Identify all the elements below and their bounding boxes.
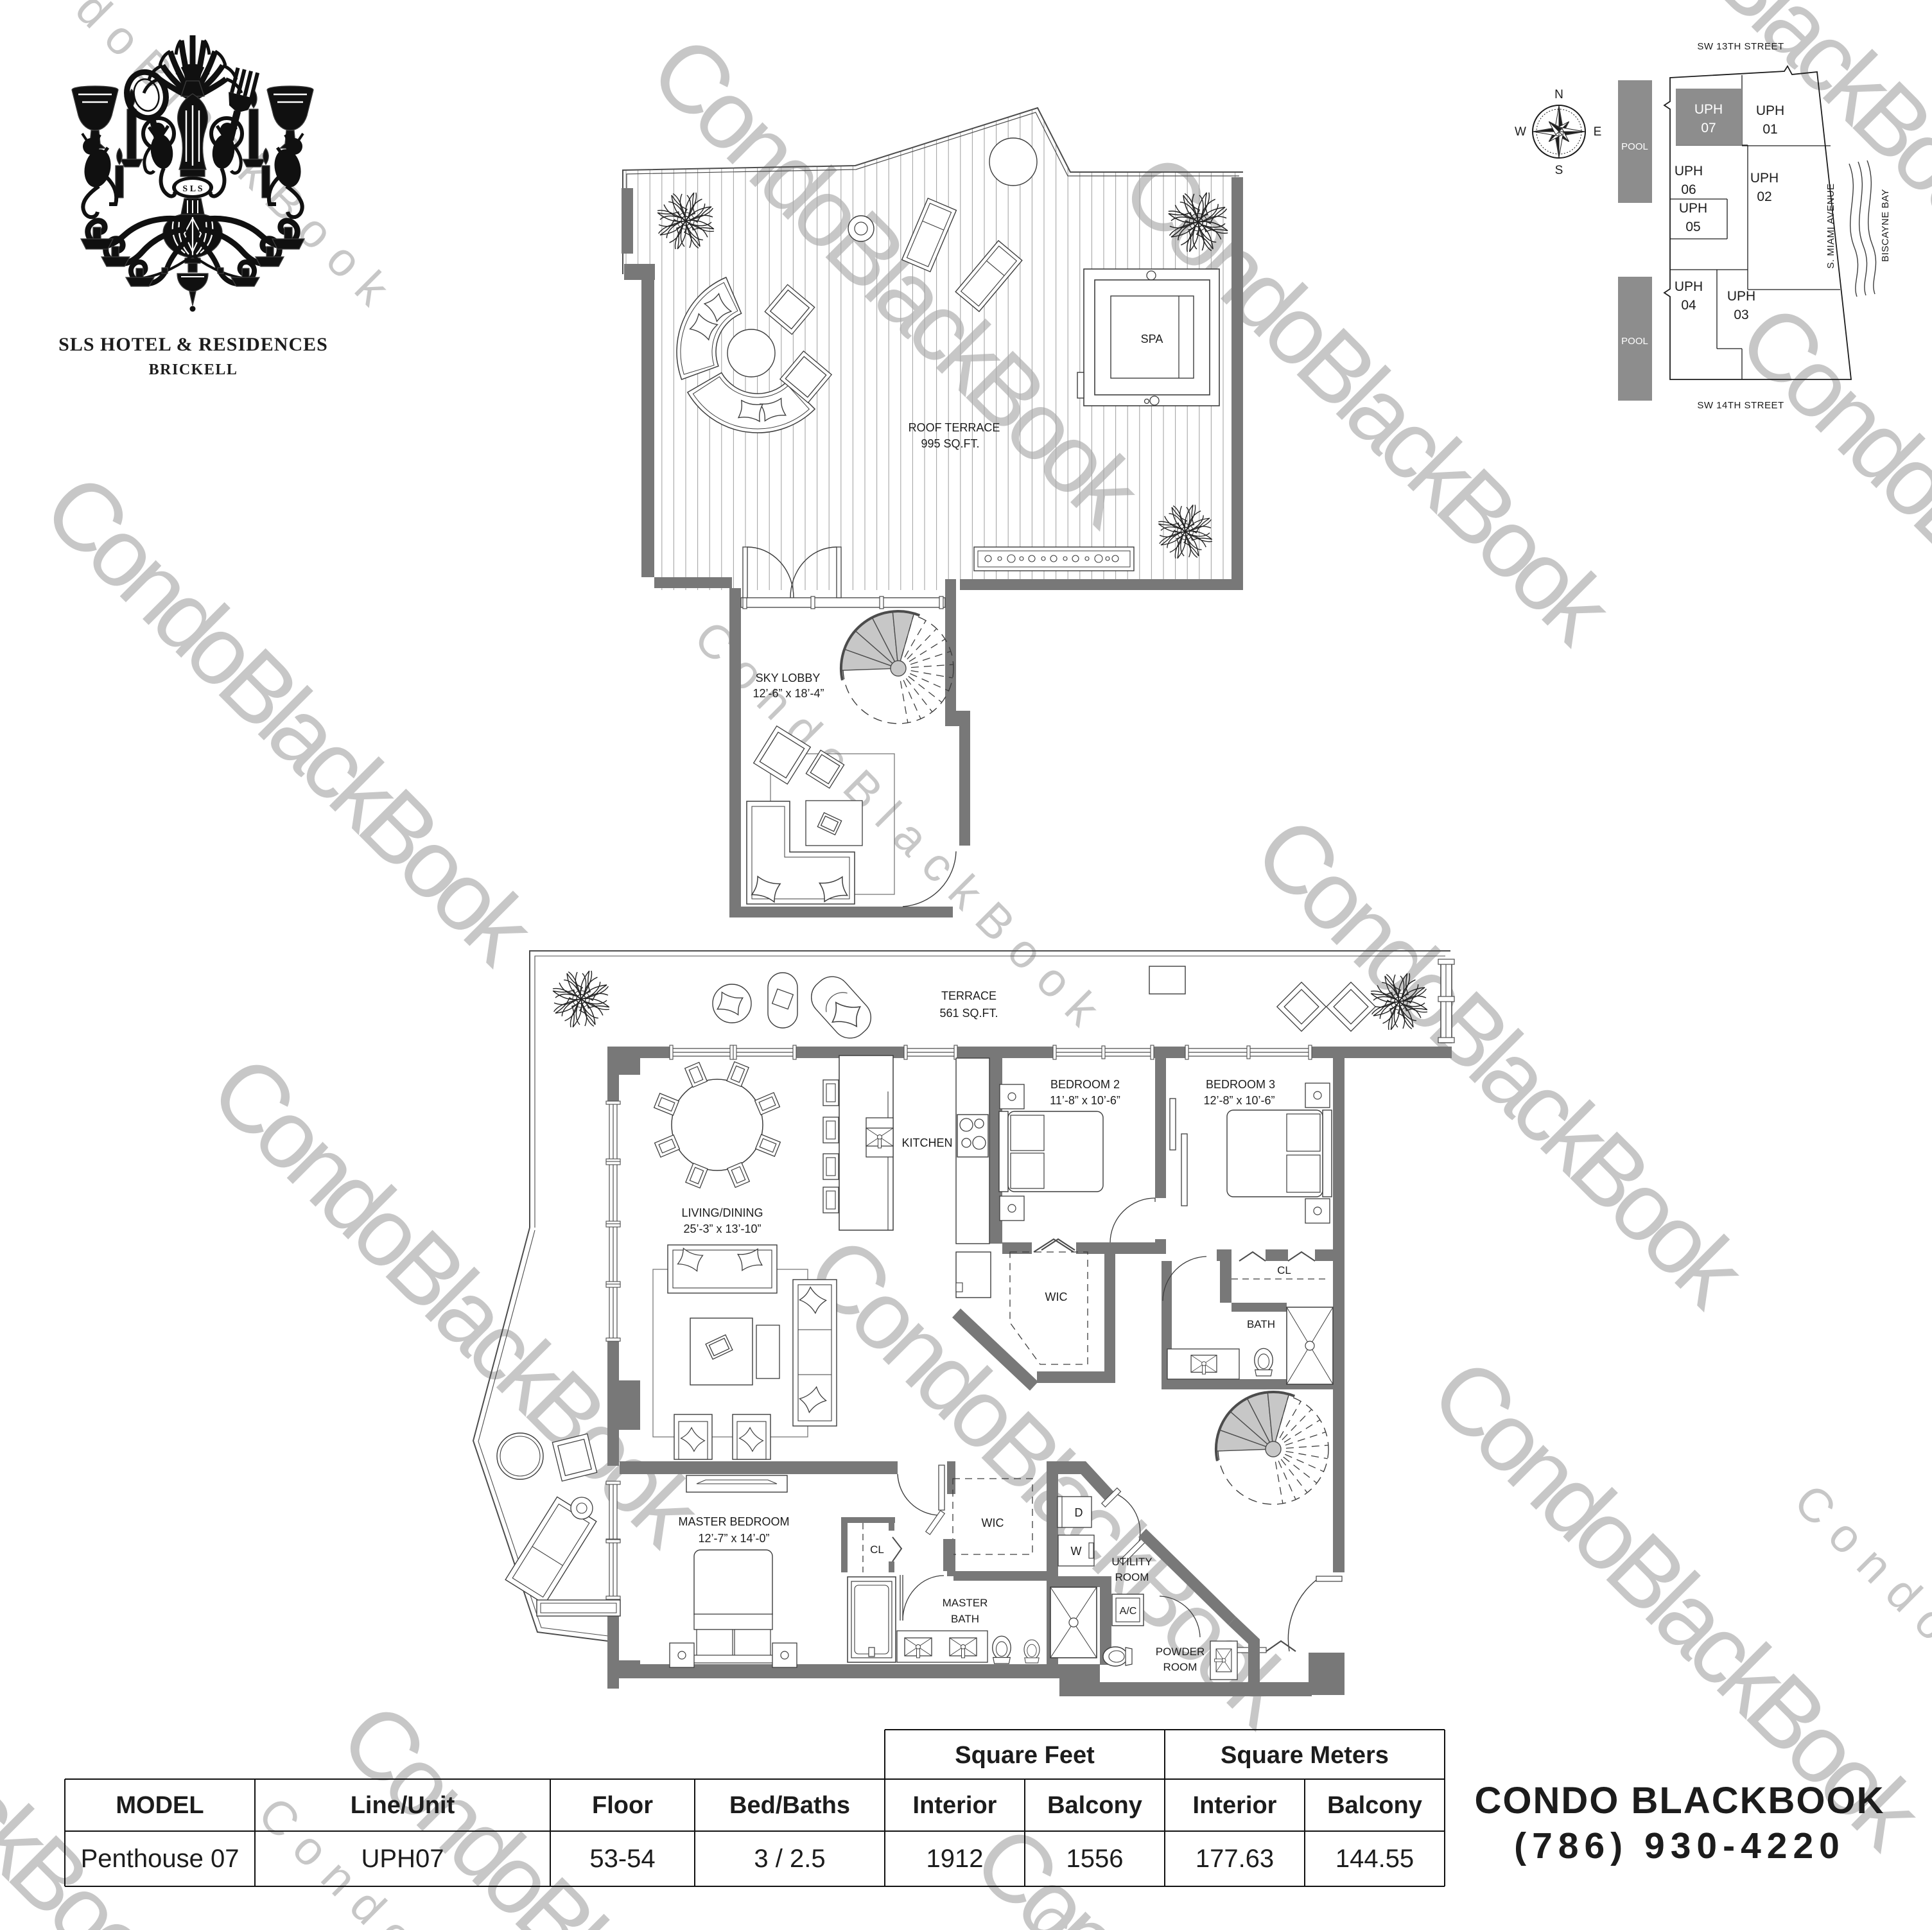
svg-text:TERRACE: TERRACE [941,989,996,1002]
svg-text:MASTER: MASTER [943,1597,988,1609]
svg-text:12’-7” x 14’-0”: 12’-7” x 14’-0” [698,1532,769,1545]
svg-text:Penthouse 07: Penthouse 07 [81,1845,239,1873]
svg-text:04: 04 [1681,298,1696,313]
svg-text:Balcony: Balcony [1327,1792,1422,1819]
svg-text:POOL: POOL [1621,336,1648,347]
svg-text:03: 03 [1734,308,1748,322]
svg-text:25’-3” x 13’-10”: 25’-3” x 13’-10” [683,1222,761,1235]
svg-text:06: 06 [1681,182,1696,197]
svg-text:Line/Unit: Line/Unit [351,1792,455,1819]
svg-text:1912: 1912 [927,1845,984,1873]
svg-text:CL: CL [870,1543,884,1556]
svg-text:LIVING/DINING: LIVING/DINING [681,1206,763,1219]
svg-text:Interior: Interior [1193,1792,1277,1819]
svg-text:UPH: UPH [1756,103,1784,118]
svg-text:UPH: UPH [1727,289,1755,304]
svg-text:3 / 2.5: 3 / 2.5 [754,1845,825,1873]
svg-text:144.55: 144.55 [1336,1845,1414,1873]
svg-text:02: 02 [1757,189,1771,204]
svg-text:07: 07 [1701,121,1716,135]
svg-text:995 SQ.FT.: 995 SQ.FT. [921,437,979,450]
svg-text:SPA: SPA [1141,333,1163,345]
svg-text:BATH: BATH [951,1613,979,1625]
svg-text:POWDER: POWDER [1156,1646,1205,1658]
svg-text:CONDO BLACKBOOK: CONDO BLACKBOOK [1475,1780,1885,1821]
svg-text:1556: 1556 [1066,1845,1124,1873]
svg-text:BEDROOM 3: BEDROOM 3 [1206,1078,1275,1091]
svg-text:UPH: UPH [1675,279,1703,294]
svg-text:SLS HOTEL & RESIDENCES: SLS HOTEL & RESIDENCES [58,334,328,355]
svg-text:WIC: WIC [1045,1291,1068,1303]
svg-text:12’-8” x 10’-6”: 12’-8” x 10’-6” [1203,1094,1275,1107]
svg-text:ROOM: ROOM [1163,1661,1197,1673]
svg-text:D: D [1075,1506,1083,1519]
svg-text:SW 14TH STREET: SW 14TH STREET [1697,400,1784,411]
svg-text:ROOF TERRACE: ROOF TERRACE [909,421,1000,434]
svg-text:S: S [1555,164,1563,177]
svg-text:Interior: Interior [913,1792,997,1819]
svg-text:W: W [1071,1545,1082,1558]
svg-text:Floor: Floor [592,1792,653,1819]
svg-text:05: 05 [1685,220,1700,234]
svg-text:UPH: UPH [1694,102,1723,117]
svg-text:BISCAYNE BAY: BISCAYNE BAY [1880,189,1891,262]
svg-text:12’-6” x 18’-4”: 12’-6” x 18’-4” [753,687,824,700]
svg-text:UPH07: UPH07 [361,1845,444,1873]
svg-text:MASTER BEDROOM: MASTER BEDROOM [678,1515,789,1528]
svg-text:Square Feet: Square Feet [955,1742,1095,1769]
svg-text:Bed/Baths: Bed/Baths [729,1792,850,1819]
svg-text:53-54: 53-54 [589,1845,655,1873]
svg-text:BEDROOM 2: BEDROOM 2 [1050,1078,1120,1091]
svg-text:N: N [1554,88,1563,101]
svg-text:KITCHEN: KITCHEN [901,1136,952,1149]
svg-text:MODEL: MODEL [116,1792,204,1819]
svg-text:SW 13TH STREET: SW 13TH STREET [1697,41,1784,52]
svg-text:S. MIAMI AVENUE: S. MIAMI AVENUE [1825,183,1836,268]
svg-text:Square Meters: Square Meters [1221,1742,1389,1769]
svg-text:11’-8” x 10’-6”: 11’-8” x 10’-6” [1050,1094,1120,1107]
svg-text:UPH: UPH [1679,201,1707,216]
svg-text:(786) 930-4220: (786) 930-4220 [1514,1825,1845,1866]
svg-text:BATH: BATH [1247,1318,1275,1330]
svg-text:01: 01 [1762,122,1777,137]
svg-text:177.63: 177.63 [1196,1845,1274,1873]
svg-text:A/C: A/C [1120,1606,1137,1617]
svg-text:W: W [1515,125,1526,139]
svg-text:POOL: POOL [1621,141,1648,152]
svg-text:UTILITY: UTILITY [1111,1556,1152,1568]
svg-text:BRICKELL: BRICKELL [149,361,238,378]
svg-text:E: E [1594,125,1602,139]
svg-text:ROOM: ROOM [1115,1571,1149,1583]
svg-text:UPH: UPH [1750,171,1779,186]
svg-text:UPH: UPH [1675,164,1703,178]
svg-text:Balcony: Balcony [1047,1792,1142,1819]
svg-text:S L S: S L S [182,184,202,194]
svg-text:561 SQ.FT.: 561 SQ.FT. [939,1007,998,1020]
svg-text:SKY LOBBY: SKY LOBBY [756,672,821,684]
svg-text:CL: CL [1277,1264,1291,1276]
svg-text:WIC: WIC [982,1517,1004,1529]
